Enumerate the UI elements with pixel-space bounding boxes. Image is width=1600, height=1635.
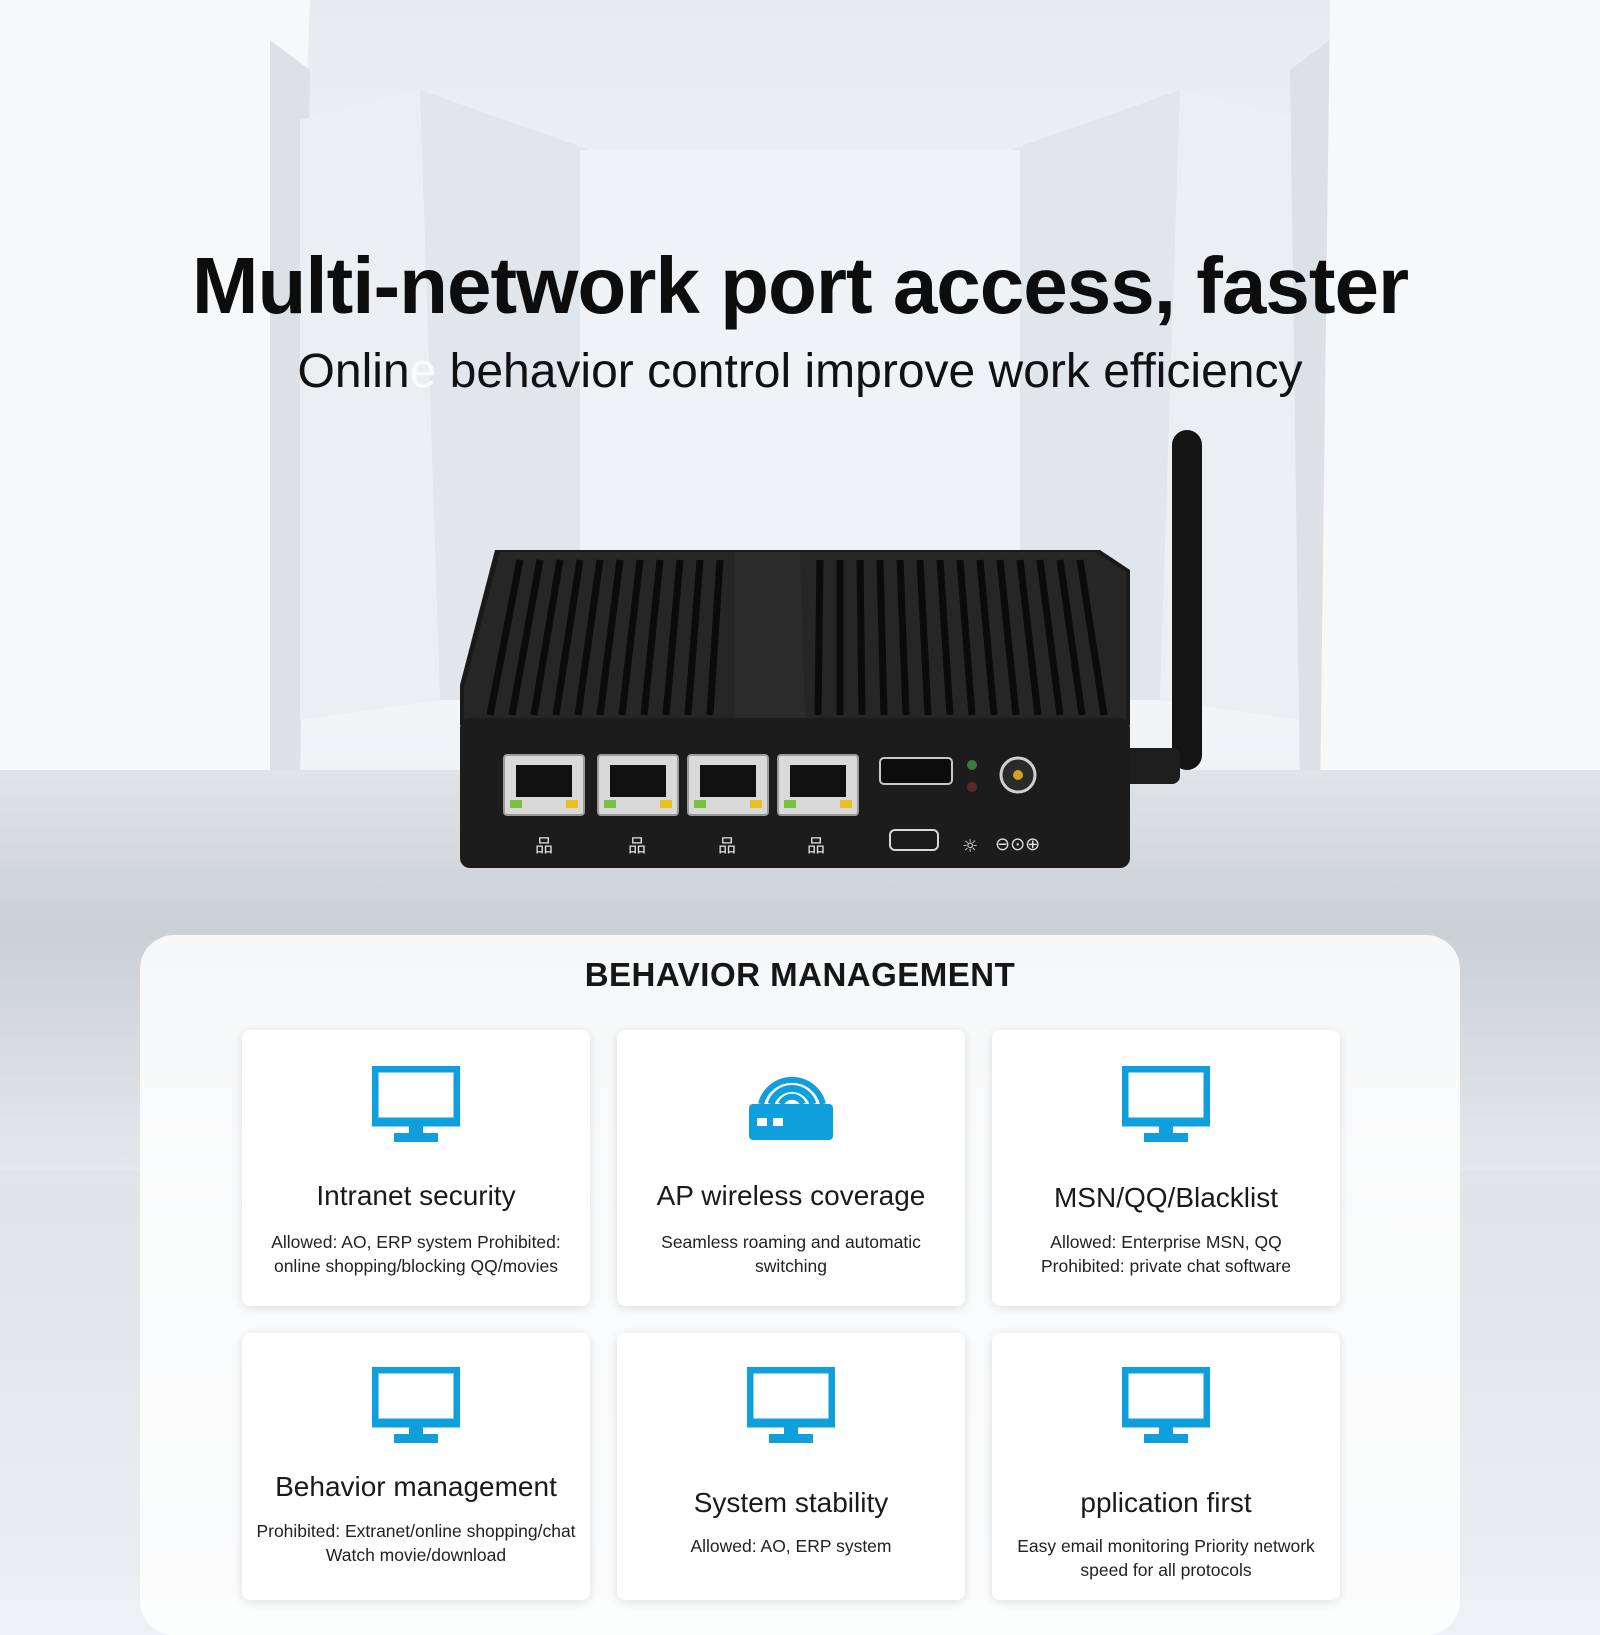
monitor-icon bbox=[1122, 1367, 1210, 1443]
mini-pc-router-image: 品 品 品 品 ☼ ⊖⊙⊕ bbox=[460, 430, 1202, 868]
feature-desc-line2: Watch movie/download bbox=[325, 1545, 507, 1565]
feature-desc-line1: Allowed: Enterprise MSN, QQ bbox=[1050, 1232, 1282, 1252]
feature-title: System stability bbox=[693, 1487, 889, 1518]
feature-card-ap-wireless: AP wireless coverage Seamless roaming an… bbox=[617, 1030, 965, 1306]
feature-card-system-stability: System stability Allowed: AO, ERP system bbox=[617, 1333, 965, 1600]
feature-desc-line2: Prohibited: private chat software bbox=[1041, 1256, 1291, 1276]
svg-text:品: 品 bbox=[807, 836, 825, 857]
feature-title: AP wireless coverage bbox=[656, 1180, 926, 1211]
feature-desc-line2: speed for all protocols bbox=[1080, 1560, 1252, 1580]
feature-card-behavior-management: Behavior management Prohibited: Extranet… bbox=[242, 1333, 590, 1600]
subtitle-faint-part: e bbox=[409, 345, 437, 398]
svg-text:⊖⊙⊕: ⊖⊙⊕ bbox=[995, 834, 1040, 855]
feature-desc-line1: Seamless roaming and automatic bbox=[661, 1232, 921, 1252]
feature-desc-line1: Allowed: AO, ERP system Prohibited: bbox=[271, 1232, 561, 1252]
monitor-icon bbox=[747, 1367, 835, 1443]
svg-text:品: 品 bbox=[535, 836, 553, 857]
feature-desc-line1: Prohibited: Extranet/online shopping/cha… bbox=[256, 1521, 576, 1541]
feature-desc-line1: Easy email monitoring Priority network bbox=[1017, 1536, 1315, 1556]
feature-desc-line2: online shopping/blocking QQ/movies bbox=[273, 1256, 559, 1276]
feature-card-msn-qq-blacklist: MSN/QQ/Blacklist Allowed: Enterprise MSN… bbox=[992, 1030, 1340, 1306]
subtitle-rest: behavior control improve work efficiency bbox=[436, 345, 1303, 398]
page-subtitle: Online behavior control improve work eff… bbox=[0, 344, 1600, 399]
page-title: Multi-network port access, faster bbox=[191, 241, 1409, 330]
feature-title: Intranet security bbox=[316, 1180, 516, 1211]
feature-card-application-first: pplication first Easy email monitoring P… bbox=[992, 1333, 1340, 1600]
svg-text:品: 品 bbox=[718, 836, 736, 857]
monitor-icon bbox=[372, 1066, 460, 1142]
feature-title: MSN/QQ/Blacklist bbox=[1053, 1182, 1279, 1213]
monitor-icon bbox=[372, 1367, 460, 1443]
feature-desc-line1: Allowed: AO, ERP system bbox=[690, 1536, 892, 1556]
feature-title: pplication first bbox=[1080, 1487, 1252, 1518]
svg-text:☼: ☼ bbox=[962, 836, 978, 857]
svg-text:品: 品 bbox=[628, 836, 646, 857]
subtitle-part: Onlin bbox=[297, 345, 410, 398]
section-title: BEHAVIOR MANAGEMENT bbox=[584, 956, 1016, 993]
feature-title: Behavior management bbox=[275, 1471, 557, 1502]
monitor-icon bbox=[1122, 1066, 1210, 1142]
router-wifi-icon bbox=[749, 1076, 833, 1140]
feature-desc-line2: switching bbox=[755, 1256, 827, 1276]
feature-card-intranet-security: Intranet security Allowed: AO, ERP syste… bbox=[242, 1030, 590, 1306]
